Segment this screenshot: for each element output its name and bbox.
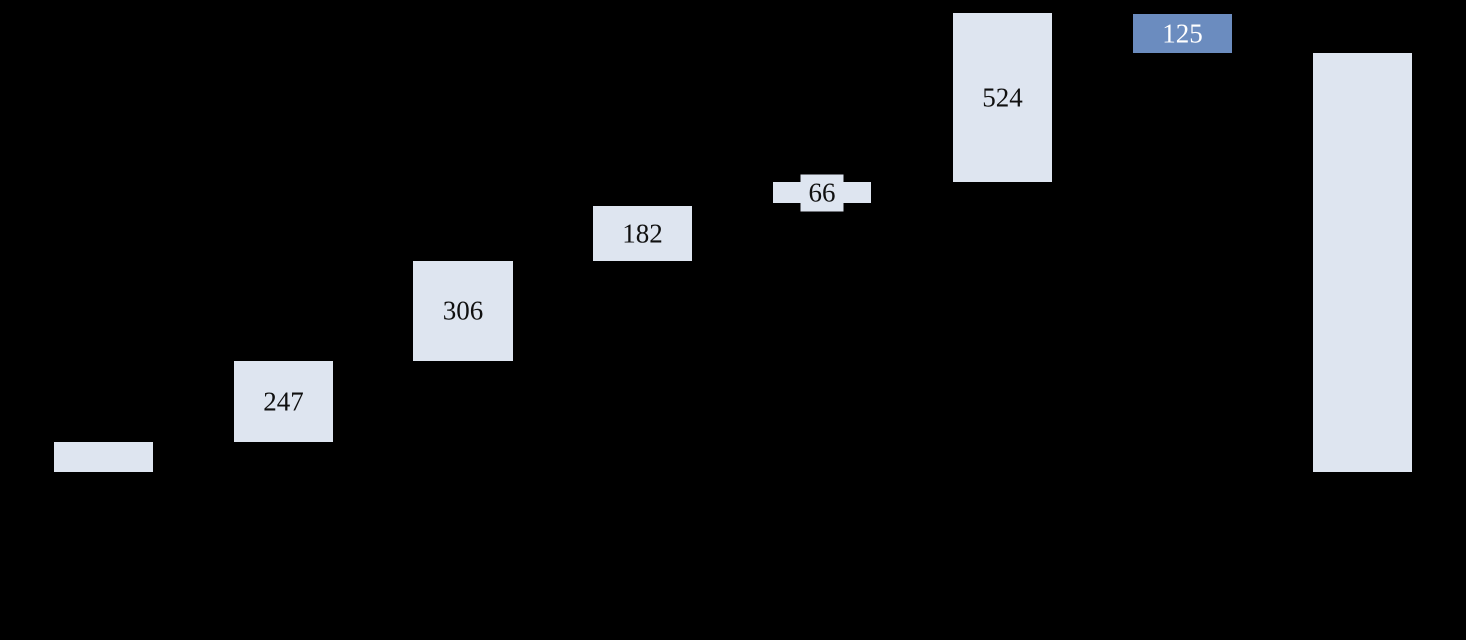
bar-1[interactable] [54, 442, 153, 472]
bar-value-label-5: 66 [800, 174, 844, 211]
bar-value-label-7: 125 [1162, 18, 1203, 48]
bar-value-label-2: 247 [263, 386, 304, 416]
bar-8[interactable] [1313, 53, 1412, 472]
bar-5[interactable]: 66 [773, 174, 871, 211]
bar-4[interactable]: 182 [593, 206, 692, 261]
bar-6[interactable]: 524 [953, 13, 1052, 182]
bar-value-label-3: 306 [442, 295, 484, 326]
bar-value-label-4: 182 [622, 218, 663, 248]
bar-3[interactable]: 306 [413, 261, 513, 361]
bar-2[interactable]: 247 [234, 361, 333, 442]
bar-7[interactable]: 125 [1133, 14, 1232, 53]
bar-value-label-6: 524 [982, 82, 1023, 112]
